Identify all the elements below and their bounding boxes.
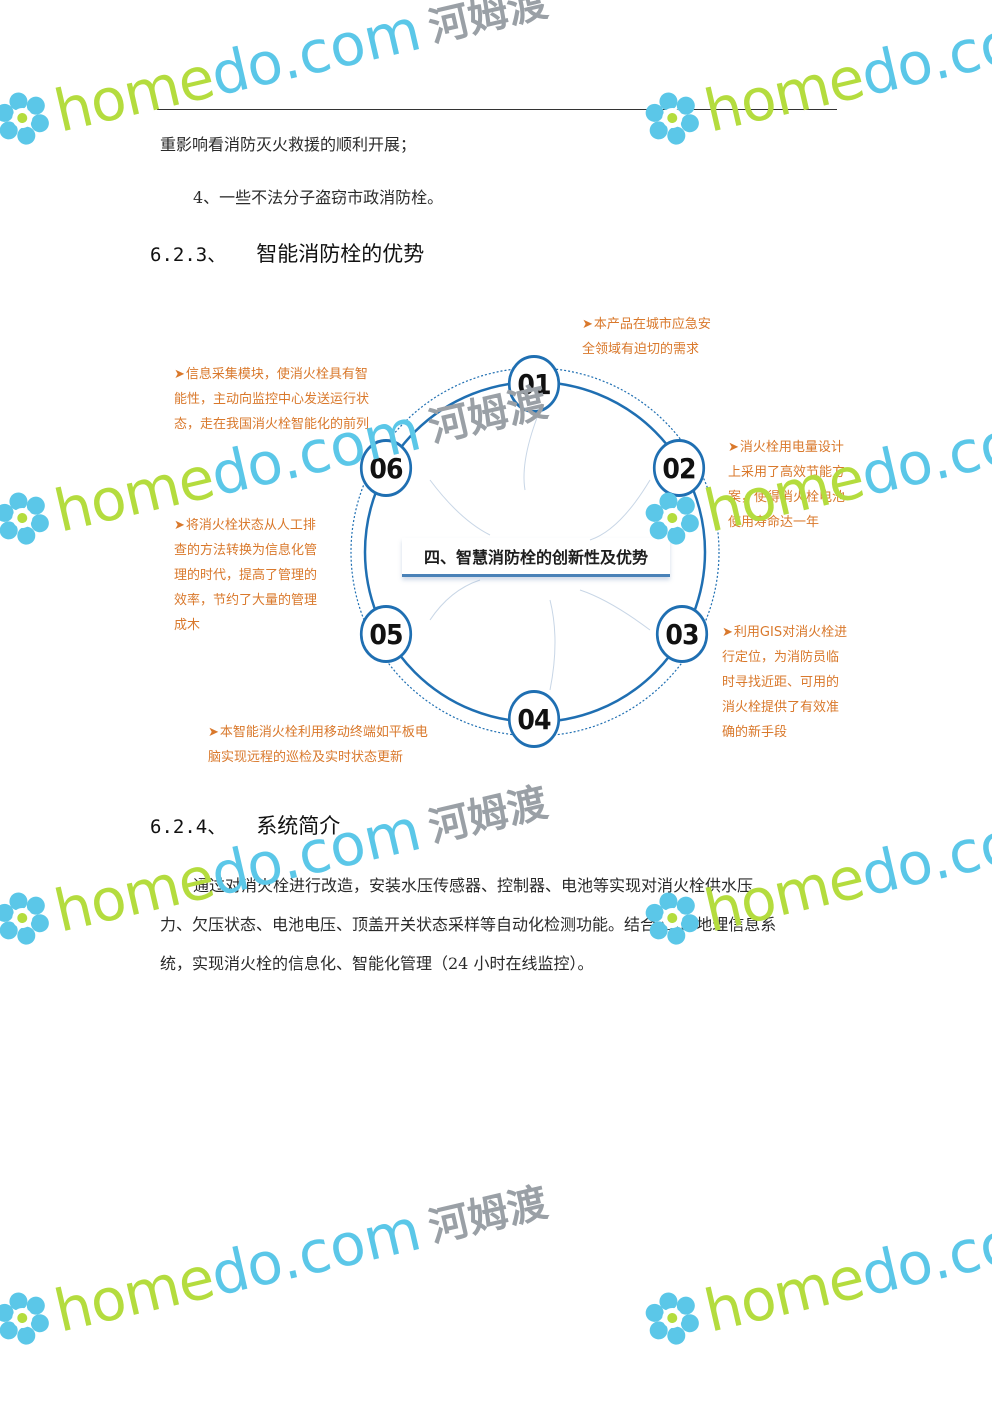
- flower-logo-icon: [0, 1292, 49, 1345]
- callout-line: ➤消火栓用电量设计: [728, 440, 844, 455]
- callout-line: ➤本产品在城市应急安: [582, 317, 711, 332]
- watermark-do: do: [204, 1227, 289, 1310]
- watermark-home: home: [698, 43, 870, 146]
- arrow-bullet-icon: ➤: [582, 317, 593, 332]
- callout-line: 查的方法转换为信息化管: [174, 543, 318, 558]
- callout-03: ➤利用GIS对消火栓进 行定位，为消防员临 时寻找近距、可用的 消火栓提供了有效…: [722, 620, 847, 745]
- callout-04: ➤本智能消火栓利用移动终端如平板电 脑实现远程的巡检及实时状态更新: [208, 720, 428, 770]
- watermark-do: do: [204, 27, 289, 110]
- node-03: 03: [655, 605, 709, 663]
- flower-logo-icon: [645, 92, 699, 145]
- diagram-center-title: 四、智慧消防栓的创新性及优势: [402, 538, 670, 577]
- continued-text: 重影响看消防灭火救援的顺利开展；: [160, 135, 417, 154]
- arrow-bullet-icon: ➤: [174, 518, 185, 533]
- callout-line: 行定位，为消防员临: [722, 650, 840, 665]
- inner-arc-1: [523, 409, 541, 491]
- callout-line: 态，走在我国消火栓智能化的前列: [174, 417, 370, 432]
- intro-line-3: 统，实现消火栓的信息化、智能化管理（24 小时在线监控）。: [160, 954, 594, 973]
- callout-line: 成木: [174, 618, 201, 633]
- node-02: 02: [652, 439, 706, 497]
- callout-line: 上采用了高效节能方: [728, 465, 846, 480]
- section-number: 6.2.3、: [150, 244, 227, 266]
- callout-05: ➤将消火栓状态从人工排 查的方法转换为信息化管 理的时代，提高了管理的 效率，节…: [174, 513, 317, 638]
- intro-line-1: 通过对消火栓进行改造，安装水压传感器、控制器、电池等实现对消火栓供水压: [193, 876, 754, 895]
- section-heading-6-2-4: 6.2.4、 系统简介: [150, 810, 340, 840]
- inner-arc-5: [429, 579, 481, 621]
- section-title: 系统简介: [256, 814, 341, 838]
- watermark-com: .com: [273, 1195, 427, 1294]
- callout-line: 确的新手段: [722, 725, 788, 740]
- inner-arc-2: [589, 479, 651, 541]
- callout-line: 时寻找近距、可用的: [722, 675, 840, 690]
- callout-line: 理的时代，提高了管理的: [174, 568, 318, 583]
- callout-line: ➤利用GIS对消火栓进: [722, 625, 848, 640]
- watermark-com: .com: [923, 795, 992, 894]
- callout-line: ➤将消火栓状态从人工排: [174, 518, 316, 533]
- section-heading-6-2-3: 6.2.3、 智能消防栓的优势: [150, 238, 424, 268]
- watermark-com: .com: [923, 1195, 992, 1294]
- arrow-bullet-icon: ➤: [174, 367, 185, 382]
- flower-logo-icon: [645, 1292, 699, 1345]
- node-05: 05: [359, 605, 413, 663]
- section-title: 智能消防栓的优势: [256, 242, 425, 266]
- watermark-com: .com: [273, 0, 427, 94]
- callout-line: ➤信息采集模块，使消火栓具有智: [174, 367, 368, 382]
- section-number: 6.2.4、: [150, 816, 227, 838]
- advantages-cycle-diagram: 01 02 03 04 05 06 四、智慧消防栓的创新性及优势 ➤本产品在城市…: [150, 300, 890, 780]
- callout-02: ➤消火栓用电量设计 上采用了高效节能方 案，使得消火栓电池 使用寿命达一年: [728, 435, 845, 535]
- header-rule: [157, 109, 837, 110]
- watermark-do: do: [854, 827, 939, 910]
- callout-line: ➤本智能消火栓利用移动终端如平板电: [208, 725, 428, 740]
- node-04: 04: [507, 690, 561, 748]
- watermark-chinese: 河姆渡: [424, 1179, 552, 1252]
- callout-01: ➤本产品在城市应急安 全领域有迫切的需求: [582, 312, 711, 362]
- inner-arc-4: [549, 599, 556, 691]
- node-01: 01: [507, 355, 561, 413]
- callout-line: 全领域有迫切的需求: [582, 342, 700, 357]
- watermark-home: home: [698, 1243, 870, 1346]
- flower-logo-icon: [0, 892, 49, 945]
- watermark-com: .com: [923, 0, 992, 94]
- arrow-bullet-icon: ➤: [208, 725, 219, 740]
- callout-line: 案，使得消火栓电池: [728, 490, 846, 505]
- watermark-home: home: [48, 1243, 220, 1346]
- watermark-do: do: [854, 1227, 939, 1310]
- callout-06: ➤信息采集模块，使消火栓具有智 能性，主动向监控中心发送运行状 态，走在我国消火…: [174, 362, 369, 437]
- watermark-chinese: 河姆渡: [424, 779, 552, 852]
- watermark-home: home: [48, 43, 220, 146]
- callout-line: 脑实现远程的巡检及实时状态更新: [208, 750, 404, 765]
- node-06: 06: [359, 439, 413, 497]
- watermark-do: do: [854, 27, 939, 110]
- flower-logo-icon: [0, 492, 49, 545]
- callout-line: 效率，节约了大量的管理: [174, 593, 318, 608]
- inner-arc-3: [579, 589, 651, 631]
- watermark-chinese: 河姆渡: [424, 0, 552, 52]
- callout-line: 使用寿命达一年: [728, 515, 820, 530]
- arrow-bullet-icon: ➤: [722, 625, 733, 640]
- inner-arc-6: [429, 479, 491, 536]
- callout-line: 能性，主动向监控中心发送运行状: [174, 392, 370, 407]
- intro-line-2: 力、欠压状态、电池电压、顶盖开关状态采样等自动化检测功能。结合 GIS 地理信息…: [160, 915, 777, 934]
- callout-line: 消火栓提供了有效准: [722, 700, 840, 715]
- list-item-4: 4、一些不法分子盗窃市政消防栓。: [193, 188, 444, 207]
- watermark-com: .com: [923, 395, 992, 494]
- flower-logo-icon: [0, 92, 49, 145]
- arrow-bullet-icon: ➤: [728, 440, 739, 455]
